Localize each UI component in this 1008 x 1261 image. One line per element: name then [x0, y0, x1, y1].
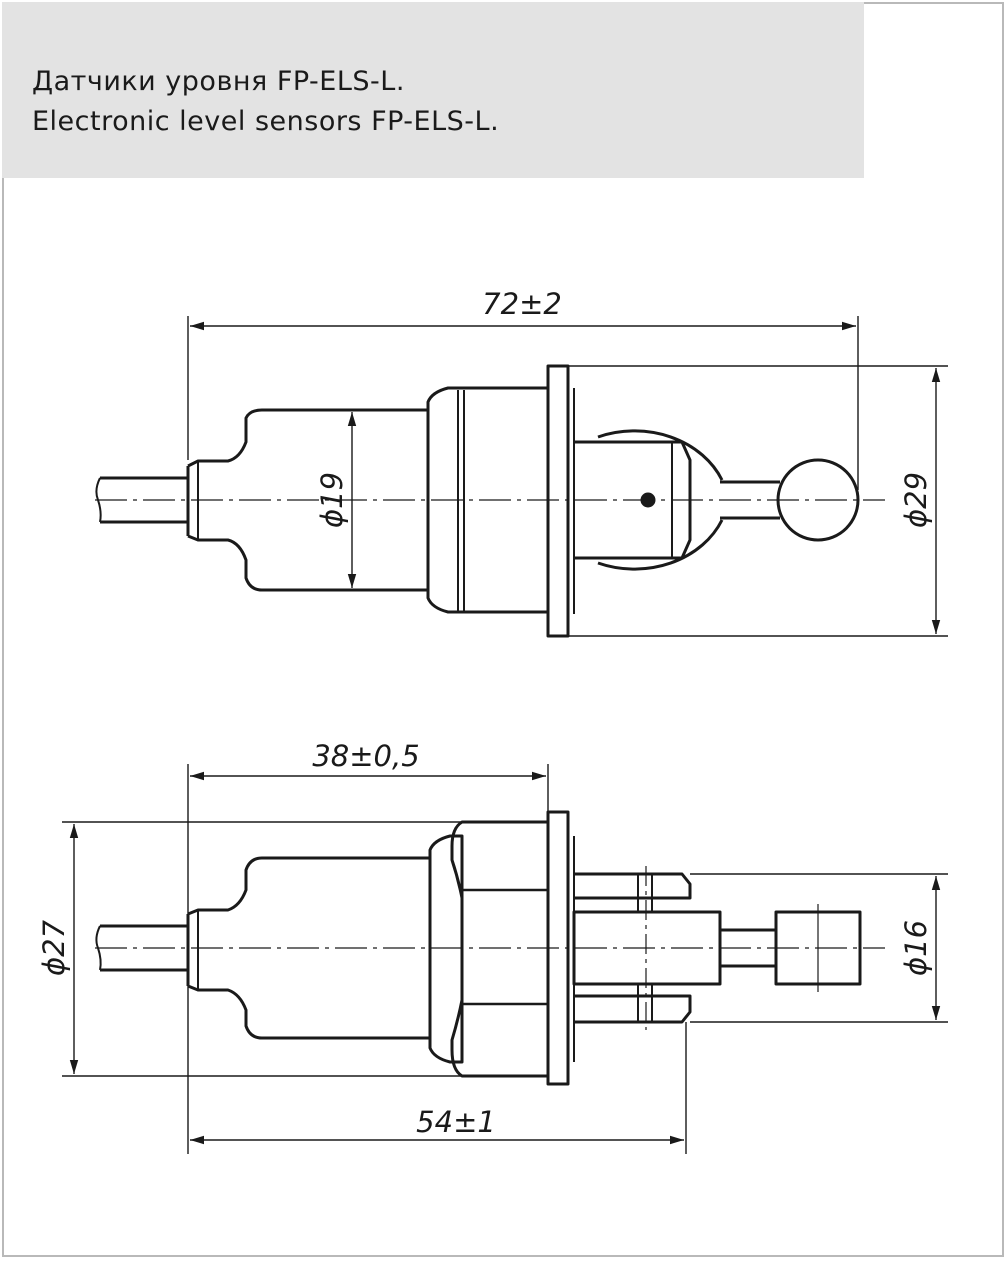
dim-length-54: 54±1 — [416, 1105, 496, 1139]
dim-diameter-29: ϕ29 — [899, 472, 933, 528]
title-english: Electronic level sensors FP-ELS-L. — [32, 106, 500, 137]
float-cage-top — [597, 429, 724, 571]
dim-diameter-27: ϕ27 — [37, 919, 71, 976]
sensor-top-view — [95, 364, 860, 638]
title-box: Датчики уровня FP-ELS-L. Electronic leve… — [2, 2, 864, 178]
dim-diameter-16: ϕ16 — [899, 920, 933, 976]
dim-length-72: 72±2 — [482, 287, 562, 321]
cable-gland-top — [186, 408, 428, 592]
dimensions-bottom — [62, 764, 948, 1154]
hex-nut-bottom — [450, 820, 550, 1078]
dimensions-top — [187, 316, 948, 637]
title-russian: Датчики уровня FP-ELS-L. — [32, 66, 405, 97]
probe-stem-top — [720, 480, 780, 520]
dim-length-38: 38±0,5 — [312, 739, 419, 773]
probe-stem-bottom — [720, 928, 776, 968]
sensor-body-bottom — [428, 834, 464, 1064]
guard-prong-lower — [574, 994, 692, 1024]
flange-top — [546, 364, 570, 638]
guard-prong-upper — [574, 872, 692, 900]
dim-diameter-19: ϕ19 — [315, 472, 349, 528]
